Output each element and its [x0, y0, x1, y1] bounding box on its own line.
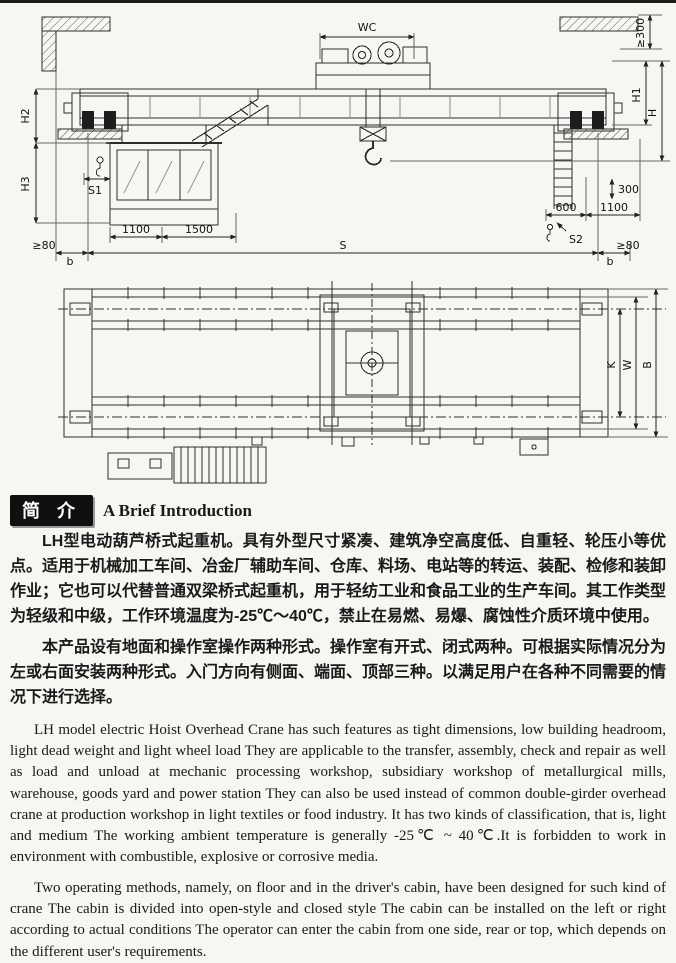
dimension-lines: [33, 14, 665, 256]
dim-label-1100-right: 1100: [600, 201, 628, 214]
buffer-left: [63, 102, 73, 114]
zh-paragraph-2: 本产品设有地面和操作室操作两种形式。操作室有开式、闭式两种。可根据实际情况分为左…: [10, 638, 667, 706]
dim-label-b-left: b: [67, 255, 74, 268]
hook-symbol-left: [95, 156, 104, 177]
intro-heading-en: A Brief Introduction: [103, 500, 252, 520]
intro-heading: 简 介 A Brief Introduction: [10, 495, 666, 526]
bridge-girder: [63, 88, 623, 132]
crane-wheels: [82, 111, 604, 129]
cabin-plan-stripes: [180, 447, 259, 483]
buffer-right: [613, 102, 623, 114]
intro-heading-zh-badge: 简 介: [10, 495, 94, 526]
zh-paragraph-1: LH型电动葫芦桥式起重机。具有外型尺寸紧凑、建筑净空高度低、自重轻、轮压小等优点…: [10, 533, 667, 625]
catalog-page: WC ≥300 H1 H H2 H3 S1 1100 1500 S ≥80 b …: [0, 3, 676, 963]
dim-label-1100: 1100: [122, 223, 150, 236]
hoist-trolley: [315, 41, 431, 90]
driver-cabin: [106, 125, 222, 226]
dim-label-wc: WC: [358, 21, 377, 34]
access-stair: [191, 89, 269, 148]
window-reflections: [123, 160, 205, 194]
dim-label-h2: H2: [19, 108, 32, 123]
ladder-right: [553, 125, 573, 209]
dim-label-80-left: ≥80: [32, 239, 55, 252]
dim-label-h3: H3: [19, 176, 32, 191]
dim-label-300: 300: [618, 183, 639, 196]
dim-label-b-plan: B: [641, 361, 654, 369]
girder-stiffeners: [149, 96, 551, 118]
stair-rungs: [203, 100, 259, 140]
en-paragraph-2: Two operating methods, namely, on floor …: [10, 879, 666, 960]
dim-label-clearance-top: ≥300: [634, 18, 647, 48]
cabin-plan: [173, 446, 267, 484]
dim-label-s: S: [340, 239, 347, 252]
building-structure: [41, 16, 639, 140]
girder-ticks-bottom: [127, 395, 549, 439]
girder-ticks-top: [127, 287, 549, 331]
dim-label-b-right: b: [607, 255, 614, 268]
dim-label-k: K: [605, 361, 618, 369]
dim-label-s1: S1: [88, 184, 102, 197]
ladder-rungs: [554, 132, 572, 206]
dim-label-600: 600: [556, 201, 577, 214]
bridge-frame-plan: [58, 287, 666, 439]
dim-label-h: H: [646, 109, 659, 117]
hook-icon: [364, 141, 382, 166]
dim-label-w: W: [621, 359, 634, 370]
dim-label-80-right: ≥80: [616, 239, 639, 252]
intro-section: 简 介 A Brief Introduction LH型电动葫芦桥式起重机。具有…: [0, 491, 676, 963]
trolley-plan: [319, 281, 425, 445]
dim-label-s2: S2: [569, 233, 583, 246]
under-bridge-equipment: [107, 436, 549, 484]
hook-block: [359, 89, 387, 166]
crane-plan-drawing: K W B: [58, 281, 668, 484]
hook-symbol-right: [546, 223, 554, 242]
en-paragraph-1: LH model electric Hoist Overhead Crane h…: [10, 721, 666, 866]
dim-label-1500: 1500: [185, 223, 213, 236]
crane-elevation-drawing: WC ≥300 H1 H H2 H3 S1 1100 1500 S ≥80 b …: [19, 14, 670, 268]
plan-dimension-lines: [617, 288, 659, 438]
dim-label-h1: H1: [630, 87, 643, 102]
